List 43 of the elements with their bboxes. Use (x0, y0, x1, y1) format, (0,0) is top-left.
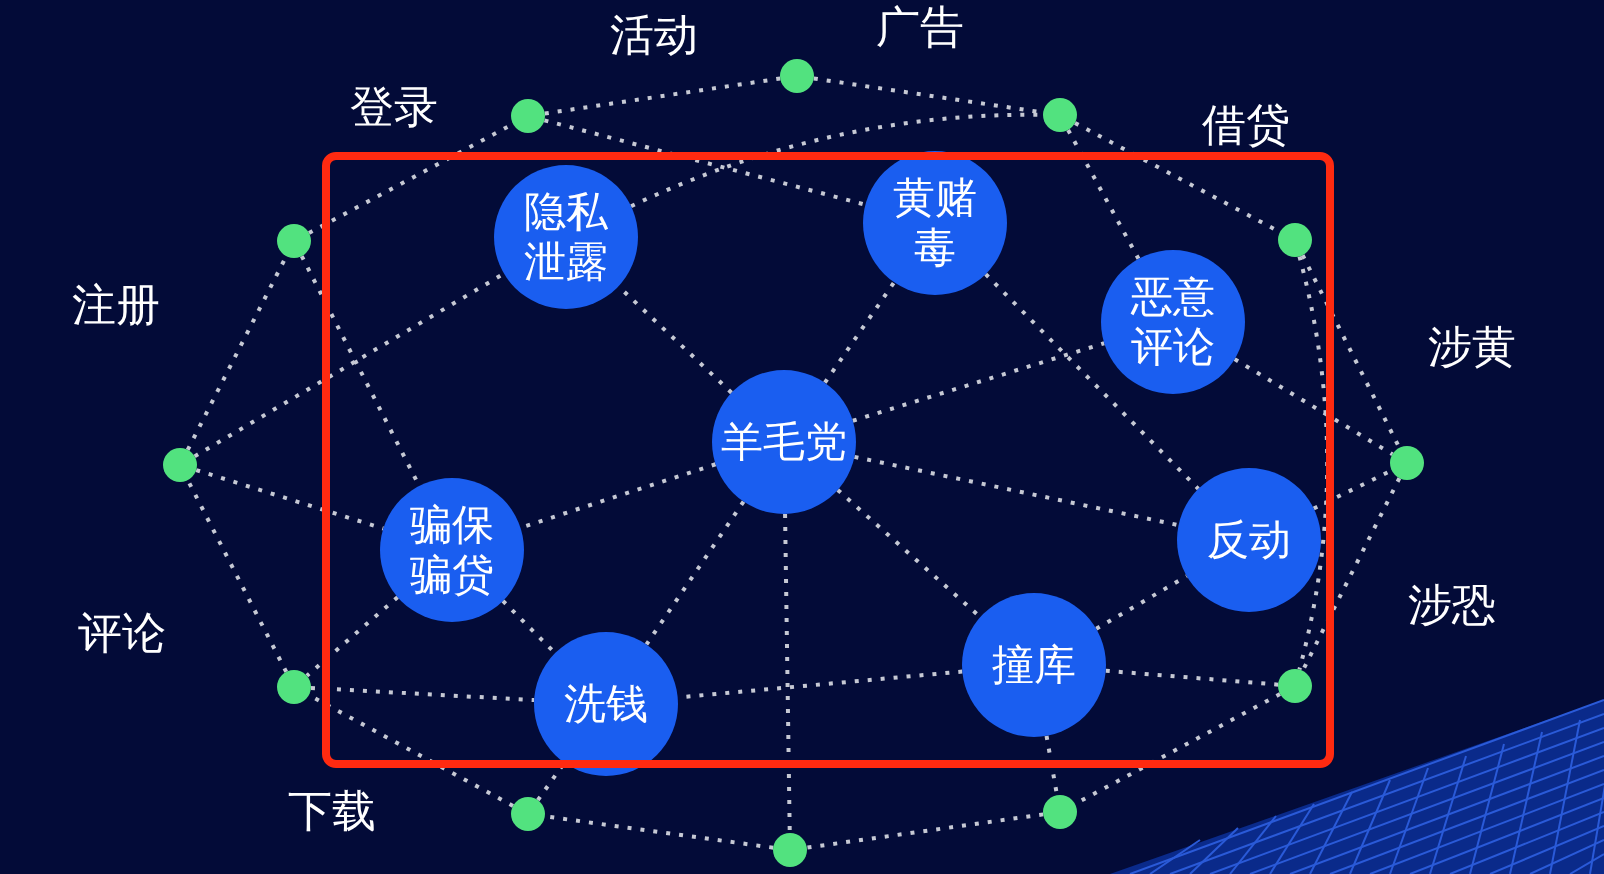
dotted-link (1066, 128, 1141, 260)
category-label: 活动 (610, 10, 698, 60)
circle-label: 撞库 (991, 640, 1077, 690)
circle-label: 羊毛党 (720, 417, 848, 467)
circle-label: 黄赌毒 (892, 173, 978, 273)
dot (773, 833, 807, 867)
dotted-link (1105, 668, 1279, 687)
dot (1278, 669, 1312, 703)
category-label: 广告 (876, 2, 964, 52)
circle-label: 骗保骗贷 (409, 500, 495, 600)
dotted-link (310, 685, 535, 703)
dotted-link (852, 341, 1105, 423)
dot (511, 797, 545, 831)
dotted-link (1233, 357, 1394, 456)
dot (1043, 795, 1077, 829)
dot (1278, 223, 1312, 257)
dot (1043, 98, 1077, 132)
dot (163, 448, 197, 482)
circle-label: 恶意评论 (1130, 272, 1216, 372)
circle-label: 洗钱 (563, 679, 649, 729)
category-label: 评论 (78, 608, 166, 658)
dotted-link (305, 595, 399, 678)
category-label: 涉恐 (1408, 580, 1496, 630)
category-label: 下载 (288, 786, 376, 836)
category-label: 涉黄 (1428, 322, 1516, 372)
category-label: 借贷 (1202, 100, 1290, 150)
dotted-link (543, 118, 866, 207)
dot (780, 59, 814, 93)
category-label: 注册 (72, 280, 160, 330)
circle-label: 反动 (1206, 515, 1292, 565)
dotted-link (195, 468, 384, 531)
category-label: 登录 (350, 82, 438, 132)
dotted-link (806, 812, 1044, 850)
circle-label: 隐私泄露 (523, 187, 609, 287)
dot (277, 224, 311, 258)
dot (1390, 446, 1424, 480)
dotted-link (854, 454, 1179, 528)
dot (511, 99, 545, 133)
dotted-link (823, 281, 896, 384)
dotted-link (544, 76, 781, 116)
dotted-link (984, 272, 1200, 491)
dot (277, 670, 311, 704)
dotted-link (644, 500, 746, 646)
